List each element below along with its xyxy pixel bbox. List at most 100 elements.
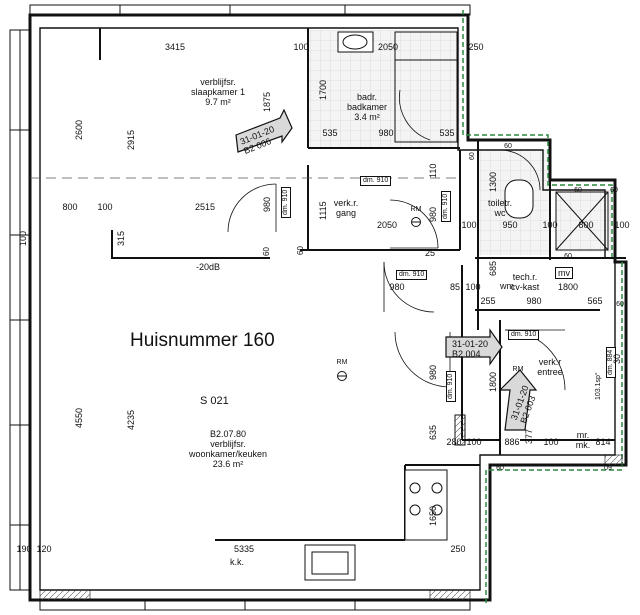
badkamer-area: 3.4 m² [354,112,380,122]
tag-b2-004: 31-01-20 B2 004 [449,337,491,361]
dim-1115: 1115 [318,201,328,220]
door-marker-badkamer: dm. 910 [441,190,451,222]
dim-2050a: 2050 [377,42,399,52]
dim-60i: 60 [469,152,476,160]
dim-280: 280 [446,437,462,447]
slaapkamer-label: verblijfsr. slaapkamer 1 9.7 m² [191,77,245,107]
dim-85: 85 [449,282,461,292]
insulation-line [462,10,623,605]
woonkamer-line1: verblijfsr. [210,439,246,449]
dim-1800a: 1800 [557,282,579,292]
mk-line2: mk. [575,440,591,450]
dim-980d: 980 [389,282,405,292]
slaapkamer-line1: verblijfsr. [200,77,236,87]
dim-2600: 2600 [74,119,84,140]
dim-60e: 60 [564,253,572,260]
tag-b2-004-line1: 31-01-20 [452,339,489,349]
toilet-line2: wc [494,208,506,218]
dim-3415: 3415 [164,42,186,52]
rm-label-entree: RM [512,366,524,373]
front-door-spec: 103.1sp° [595,372,602,400]
kitchen-counter [304,414,466,581]
dim-110: 110 [428,163,438,178]
dim-100i: 100 [18,230,28,246]
slaapkamer-line2: slaapkamer 1 [190,87,246,97]
dim-814: 814 [595,437,611,447]
gang-line1: verk.r. [333,198,359,208]
toilet-label: toiletr. wc [488,198,512,218]
techr-line1: tech.r. [512,272,538,282]
dim-535a: 535 [322,128,338,138]
dim-950: 950 [502,220,518,230]
badkamer-line1: badr. [356,92,378,102]
house-number-title: Huisnummer 160 [130,330,275,351]
dim-60h: 60 [616,301,624,308]
shower-tile [555,190,611,252]
dim-1650: 1650 [428,505,438,526]
dim-800a: 800 [62,202,78,212]
mv-label: mv [555,267,573,279]
dim-1800b: 1800 [488,371,498,392]
door-marker-tech: dm. 910 [396,270,428,280]
dim-60f: 60 [496,465,504,472]
dim-30: 30 [612,353,622,364]
kk-label: k.k. [230,557,245,567]
dim-980e: 980 [526,296,542,306]
slaapkamer-area: 9.7 m² [205,97,231,107]
dim-535b: 535 [439,128,455,138]
hatched-walls [39,454,623,601]
door-marker-entree: dm. 910 [508,330,540,340]
dim-100c: 100 [461,220,477,230]
bottom-facade-windows [39,599,471,611]
rm-label-gang: RM [410,206,422,213]
toilet-line1: toiletr. [487,198,513,208]
door-marker-slaapkamer: dm. 910 [281,186,291,218]
dim-980f: 980 [428,364,438,380]
dim-120: 120 [36,544,52,554]
level-label: -20dB [196,262,221,272]
door-marker-gang: dm. 910 [360,176,392,186]
badkamer-line2: badkamer [346,102,388,112]
bath-fixtures [337,31,609,251]
dim-60b: 60 [296,246,305,255]
woonkamer-label: B2.07.80 verblijfsr. woonkamer/keuken 23… [189,429,267,469]
dim-980b: 980 [262,196,272,212]
wm-label: wm [500,281,514,291]
entree-line2: entree [537,367,563,377]
dim-250b: 250 [450,544,466,554]
woonkamer-line2: woonkamer/keuken [188,449,268,459]
dim-635: 635 [428,424,438,440]
techr-line2: cv-kast [510,282,540,292]
mk-label: mr. mk. [576,430,591,450]
gang-line2: gang [335,208,357,218]
mk-line1: mr. [576,430,590,440]
dim-100e: 100 [614,220,630,230]
dim-980a: 980 [378,128,394,138]
dim-100b: 100 [97,202,113,212]
dim-1700: 1700 [318,79,328,100]
dim-1300: 1300 [488,171,498,192]
badkamer-tile [308,30,460,148]
dim-100d: 100 [542,220,558,230]
dim-886: 886 [504,437,520,447]
dim-60g: 60 [504,143,512,150]
dim-100f: 100 [465,282,481,292]
dim-5335: 5335 [233,544,255,554]
dim-60c: 60 [574,187,582,194]
dim-250a: 250 [468,42,484,52]
badkamer-label: badr. badkamer 3.4 m² [347,92,387,122]
unit-code: S 021 [200,395,229,407]
dim-4235: 4235 [126,409,136,430]
dim-1875: 1875 [262,91,272,112]
woonkamer-code: B2.07.80 [209,429,247,439]
dim-315: 315 [116,230,126,246]
techr-label: tech.r. cv-kast [511,272,540,292]
dim-100h: 100 [543,437,559,447]
dim-09: 09 [604,465,612,472]
dim-2515: 2515 [194,202,216,212]
dim-2915: 2915 [126,129,136,150]
dim-980c: 980 [428,206,438,222]
dim-685: 685 [488,260,498,276]
